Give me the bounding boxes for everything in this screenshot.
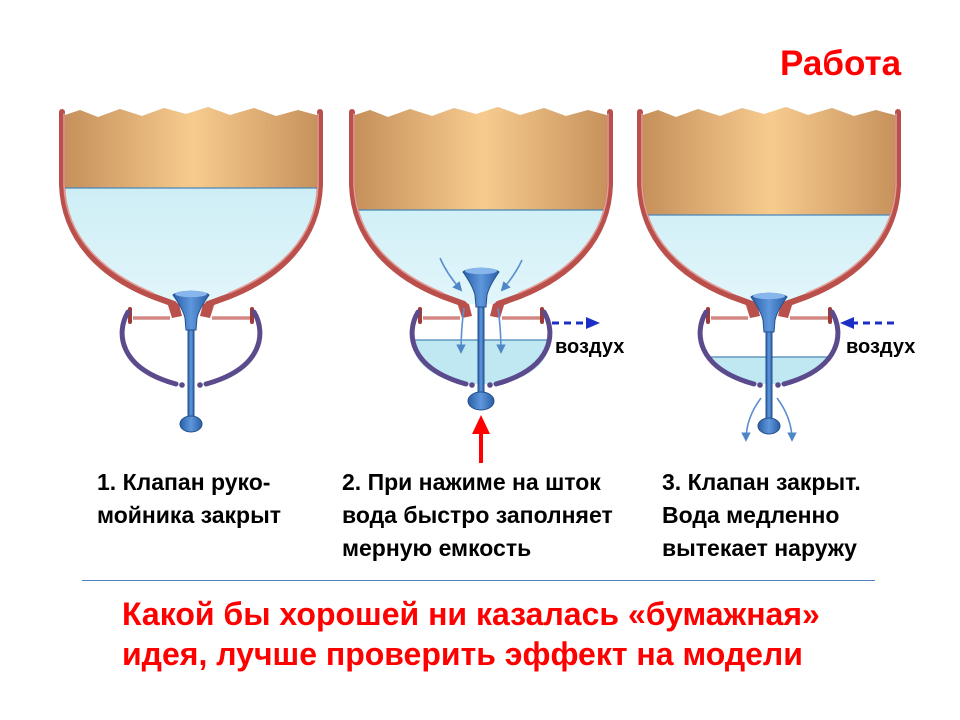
measuring-cup-3	[697, 307, 841, 388]
valve-1	[172, 290, 210, 433]
flow-arrow-3a	[741, 397, 762, 442]
caption-3-line-2: Вода медленно	[662, 502, 840, 528]
flow-arrow-2d	[496, 307, 506, 354]
air-label-stage-3: воздух	[846, 336, 916, 358]
valve-seat-1	[166, 299, 216, 318]
air-label-stage-2: воздух	[555, 336, 625, 358]
caption-3-line-3: вытекает наружу	[662, 535, 857, 561]
flow-arrow-2c	[456, 307, 466, 354]
air-outflow-arrow-2	[552, 317, 600, 329]
flow-arrow-2b	[500, 259, 523, 292]
valve-stem-3	[765, 327, 773, 421]
tank-upper-part-3	[640, 107, 898, 215]
caption-stage-2: 2. При нажиме на шток вода быстро заполн…	[342, 466, 613, 565]
divider-line	[82, 580, 875, 581]
valve-funnel-top-2	[465, 267, 497, 275]
caption-2-line-1: 2. При нажиме на шток	[342, 469, 601, 495]
caption-2-line-3: мерную емкость	[342, 535, 532, 561]
valve-stem-2	[477, 302, 485, 396]
caption-1-line-1: 1. Клапан руко-	[97, 469, 271, 495]
air-arrow-head-3	[840, 317, 854, 329]
valve-2	[462, 267, 500, 411]
tank-wall-3	[637, 109, 901, 307]
cup-dot-2a	[469, 382, 475, 388]
tank-wall-2	[349, 109, 613, 307]
conclusion-line-2: идея, лучше проверить эффект на модели	[122, 636, 803, 672]
valve-knob-1	[179, 415, 203, 433]
valve-funnel-top-1	[175, 290, 207, 298]
caption-2-line-2: вода быстро заполняет	[342, 502, 613, 528]
cup-wall-2	[409, 309, 553, 387]
valve-seat-2	[456, 299, 506, 318]
tank-wall-highlight-1	[63, 113, 319, 294]
outflow-arrows-3	[741, 397, 797, 442]
slide-title: Работа	[780, 44, 902, 83]
measuring-cup-1	[119, 307, 263, 388]
vessel-2	[349, 107, 613, 463]
air-arrow-head-2	[586, 317, 600, 329]
cup-dot-3b	[775, 382, 781, 388]
cup-dot-1b	[197, 382, 203, 388]
inflow-arrows-2	[439, 257, 523, 354]
conclusion-line-1: Какой бы хорошей ни казалась «бумажная»	[122, 596, 820, 632]
cup-dot-2b	[487, 382, 493, 388]
tank-upper-part-2	[352, 107, 610, 210]
caption-1-line-2: мойника закрыт	[97, 502, 282, 528]
cup-wall-3	[697, 309, 841, 387]
valve-seat-3	[744, 299, 794, 318]
cup-dot-3a	[757, 382, 763, 388]
flow-arrow-3b	[776, 397, 797, 442]
cup-dot-1a	[179, 382, 185, 388]
tank-wall-highlight-2	[353, 113, 609, 294]
caption-3-line-1: 3. Клапан закрыт.	[662, 469, 861, 495]
vessel-1	[59, 107, 323, 433]
tank-interior-3	[640, 107, 898, 304]
valve-knob-3	[757, 417, 781, 435]
push-arrow-head	[472, 415, 490, 434]
caption-stage-1: 1. Клапан руко- мойника закрыт	[97, 466, 281, 532]
valve-funnel-top-3	[753, 292, 785, 300]
valve-stem-1	[187, 325, 195, 419]
flow-arrow-2a	[439, 257, 463, 292]
vessel-3	[637, 107, 901, 442]
valve-diagrams	[59, 107, 901, 463]
tank-interior-1	[62, 107, 320, 304]
air-inflow-arrow-3	[840, 317, 894, 329]
push-arrow-2	[472, 415, 490, 463]
cup-wall-1	[119, 309, 263, 387]
tank-wall-1	[59, 109, 323, 307]
tank-wall-highlight-3	[641, 113, 897, 294]
tank-upper-part-1	[62, 107, 320, 188]
valve-knob-2	[467, 391, 495, 411]
caption-stage-3: 3. Клапан закрыт. Вода медленно вытекает…	[662, 466, 861, 565]
valve-3	[750, 292, 788, 435]
conclusion-text: Какой бы хорошей ни казалась «бумажная» …	[122, 594, 820, 674]
